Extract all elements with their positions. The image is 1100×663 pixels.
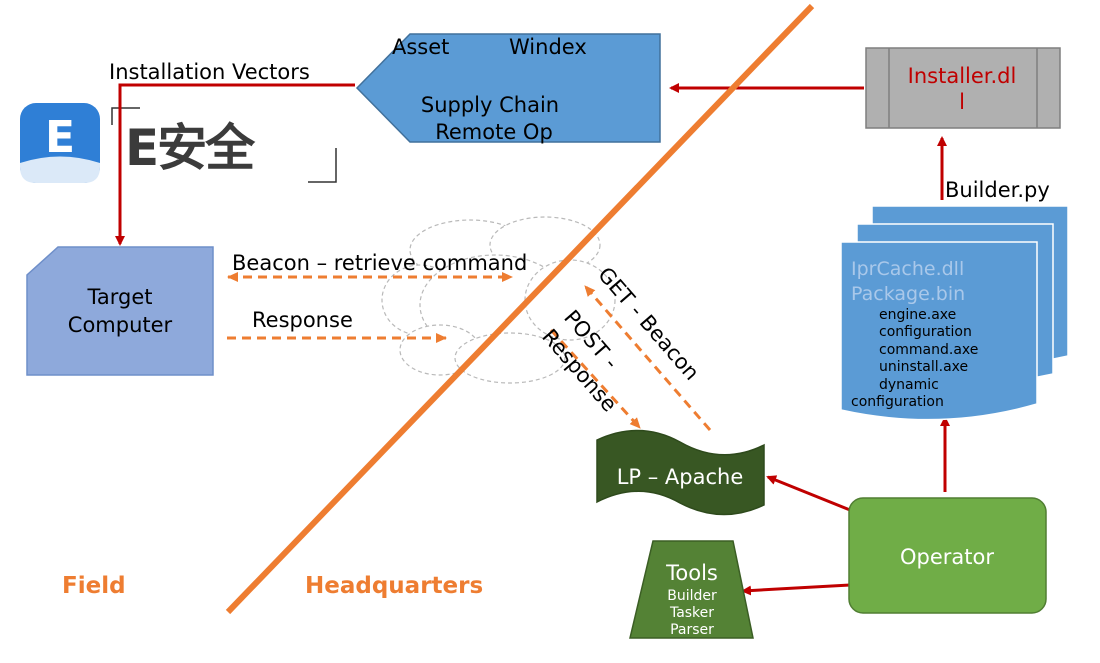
field-hq-divider — [225, 3, 815, 615]
supply-remote-op-label: Remote Op — [435, 120, 553, 144]
field-zone-label: Field — [62, 573, 126, 599]
package-item: configuration — [879, 324, 972, 340]
supply-windex-label: Windex — [509, 35, 587, 59]
installation-vectors-label: Installation Vectors — [109, 60, 310, 84]
builder-label: Builder.py — [945, 178, 1050, 202]
target-label-line2: Computer — [68, 313, 173, 337]
package-documents: IprCache.dll Package.bin engine.axe conf… — [840, 205, 1069, 421]
target-label-line1: Target — [87, 285, 153, 309]
post-response-arrow — [549, 328, 642, 430]
beacon-label: Beacon – retrieve command — [232, 251, 527, 275]
tools-title: Tools — [665, 561, 718, 585]
installer-label-line2: l — [959, 90, 965, 114]
package-item: dynamic — [879, 377, 939, 393]
package-item-last: configuration — [851, 394, 944, 410]
package-file-package-bin: Package.bin — [851, 283, 965, 305]
operator-to-lp-arrow — [766, 475, 851, 512]
package-item: command.axe — [879, 342, 978, 358]
logo-icon-letter: E — [45, 112, 75, 163]
headquarters-zone-label: Headquarters — [305, 573, 483, 599]
tools-node: Tools Builder Tasker Parser — [629, 540, 754, 639]
lp-apache-node: LP – Apache — [596, 429, 765, 516]
tools-item: Parser — [670, 622, 714, 638]
supply-chain-label: Supply Chain — [421, 93, 559, 117]
response-label: Response — [252, 308, 353, 332]
supply-to-target-arrow — [115, 83, 355, 246]
get-beacon-arrow — [583, 285, 712, 431]
logo-wordmark: E安全 — [125, 119, 256, 177]
tools-item: Tasker — [669, 605, 714, 621]
operator-to-tools-arrow — [741, 583, 851, 596]
logo: E E安全 — [20, 103, 337, 183]
supply-asset-label: Asset — [392, 35, 449, 59]
tools-item: Builder — [667, 588, 717, 604]
installer-node: Installer.dl l — [865, 47, 1061, 129]
operator-node: Operator — [848, 497, 1047, 614]
lp-apache-label: LP – Apache — [617, 465, 744, 489]
package-item: uninstall.axe — [879, 359, 968, 375]
package-file-iprcache: IprCache.dll — [851, 258, 964, 280]
package-item: engine.axe — [879, 307, 956, 323]
target-computer-node: Target Computer — [26, 246, 214, 376]
supply-chain-node: Asset Windex Supply Chain Remote Op — [355, 33, 661, 144]
operator-label: Operator — [900, 545, 994, 569]
installer-label-line1: Installer.dl — [908, 64, 1017, 88]
